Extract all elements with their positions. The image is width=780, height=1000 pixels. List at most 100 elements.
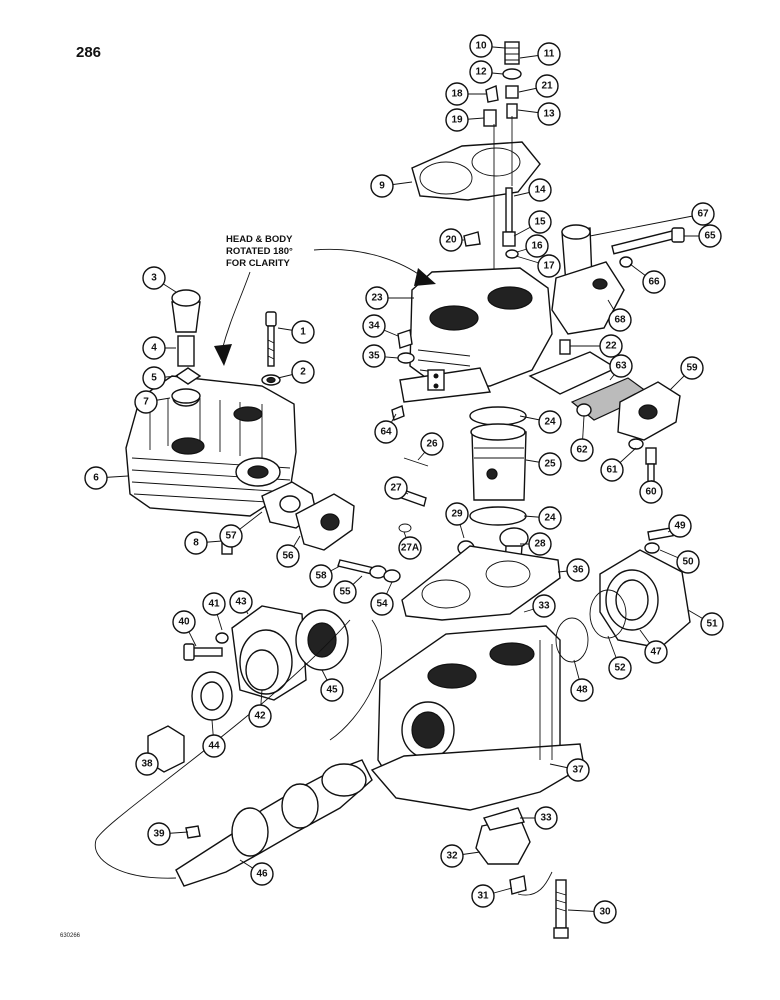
callout-circle: [362, 344, 386, 368]
callout-circle: [172, 610, 196, 634]
front-bearing-cover: [147, 605, 349, 773]
callout-9: 9: [370, 174, 394, 198]
callout-circle: [445, 502, 469, 526]
callout-circle: [134, 390, 158, 414]
callout-label: 4: [151, 343, 157, 354]
callout-label: 36: [572, 565, 584, 576]
callout-circle: [248, 704, 272, 728]
callout-16: 16: [525, 234, 549, 258]
callout-label: 6: [93, 473, 99, 484]
callout-circle: [362, 314, 386, 338]
cylinder-head: [125, 375, 297, 517]
callout-label: 51: [706, 619, 718, 630]
callout-circle: [676, 550, 700, 574]
callout-circle: [374, 420, 398, 444]
callout-label: 12: [475, 67, 487, 78]
callout-12: 12: [469, 60, 493, 84]
rotation-note-line-1: HEAD & BODY: [226, 234, 293, 245]
callout-33: 33: [532, 594, 556, 618]
callout-circle: [537, 42, 561, 66]
rotation-note: HEAD & BODY ROTATED 180° FOR CLARITY: [226, 234, 293, 269]
callout-35: 35: [362, 344, 386, 368]
callout-label: 68: [614, 315, 626, 326]
callout-circle: [532, 594, 556, 618]
callout-37: 37: [566, 758, 590, 782]
callout-circle: [370, 174, 394, 198]
callout-circle: [608, 308, 632, 332]
callout-label: 22: [605, 341, 617, 352]
callout-label: 63: [615, 361, 627, 372]
callout-label: 26: [426, 439, 438, 450]
callout-circle: [229, 590, 253, 614]
callout-64: 64: [374, 420, 398, 444]
callout-circle: [668, 514, 692, 538]
rod-cap: [475, 807, 569, 939]
callout-circle: [593, 900, 617, 924]
callout-label: 1: [300, 327, 306, 338]
callout-circle: [398, 536, 422, 560]
rotation-note-line-3: FOR CLARITY: [226, 258, 291, 269]
callout-circle: [202, 734, 226, 758]
callout-circle: [639, 480, 663, 504]
callout-circle: [420, 432, 444, 456]
callout-54: 54: [370, 592, 394, 616]
callout-label: 45: [326, 685, 338, 696]
callout-45: 45: [320, 678, 344, 702]
callout-label: 33: [538, 601, 550, 612]
callout-circle: [528, 178, 552, 202]
rear-bearing-cover: [555, 527, 691, 663]
callout-circle: [250, 862, 274, 886]
piston-assembly: [395, 406, 527, 556]
callout-circle: [698, 224, 722, 248]
callout-1: 1: [291, 320, 315, 344]
callout-circle: [566, 558, 590, 582]
callout-61: 61: [600, 458, 624, 482]
callout-68: 68: [608, 308, 632, 332]
callout-19: 19: [445, 108, 469, 132]
crankcase: [370, 625, 585, 811]
callout-27: 27: [384, 476, 408, 500]
callout-47: 47: [644, 640, 668, 664]
callout-layer: 1234567891011121314151617181920212223242…: [84, 34, 724, 924]
callout-circle: [365, 286, 389, 310]
page-number: 286: [76, 44, 102, 61]
cylinder-block-head: [391, 267, 571, 421]
callout-circle: [566, 758, 590, 782]
callout-circle: [142, 266, 166, 290]
callout-label: 10: [475, 41, 487, 52]
callout-label: 7: [143, 397, 149, 408]
callout-label: 40: [178, 617, 190, 628]
callout-label: 48: [576, 685, 588, 696]
callout-56: 56: [276, 544, 300, 568]
callout-label: 29: [451, 509, 463, 520]
callout-11: 11: [537, 42, 561, 66]
rotation-note-line-2: ROTATED 180°: [226, 246, 293, 257]
callout-58: 58: [309, 564, 333, 588]
callout-label: 62: [576, 445, 588, 456]
callout-circle: [528, 532, 552, 556]
callout-62: 62: [570, 438, 594, 462]
callout-label: 11: [544, 49, 555, 60]
callout-26: 26: [420, 432, 444, 456]
callout-label: 33: [540, 813, 552, 824]
callout-label: 44: [208, 741, 220, 752]
callout-circle: [642, 270, 666, 294]
callout-label: 35: [368, 351, 380, 362]
callout-label: 58: [315, 571, 327, 582]
callout-label: 27A: [401, 543, 419, 554]
callout-label: 52: [614, 663, 626, 674]
callout-50: 50: [676, 550, 700, 574]
callout-18: 18: [445, 82, 469, 106]
callout-label: 8: [193, 538, 199, 549]
callout-label: 17: [543, 261, 555, 272]
callout-circle: [135, 752, 159, 776]
callout-circle: [469, 34, 493, 58]
head-bolt: [261, 311, 281, 386]
callout-30: 30: [593, 900, 617, 924]
head-gasket-top: [411, 141, 541, 201]
callout-label: 32: [446, 851, 458, 862]
crankshaft: [94, 619, 382, 887]
callout-67: 67: [691, 202, 715, 226]
callout-label: 14: [534, 185, 546, 196]
callout-label: 21: [541, 81, 553, 92]
